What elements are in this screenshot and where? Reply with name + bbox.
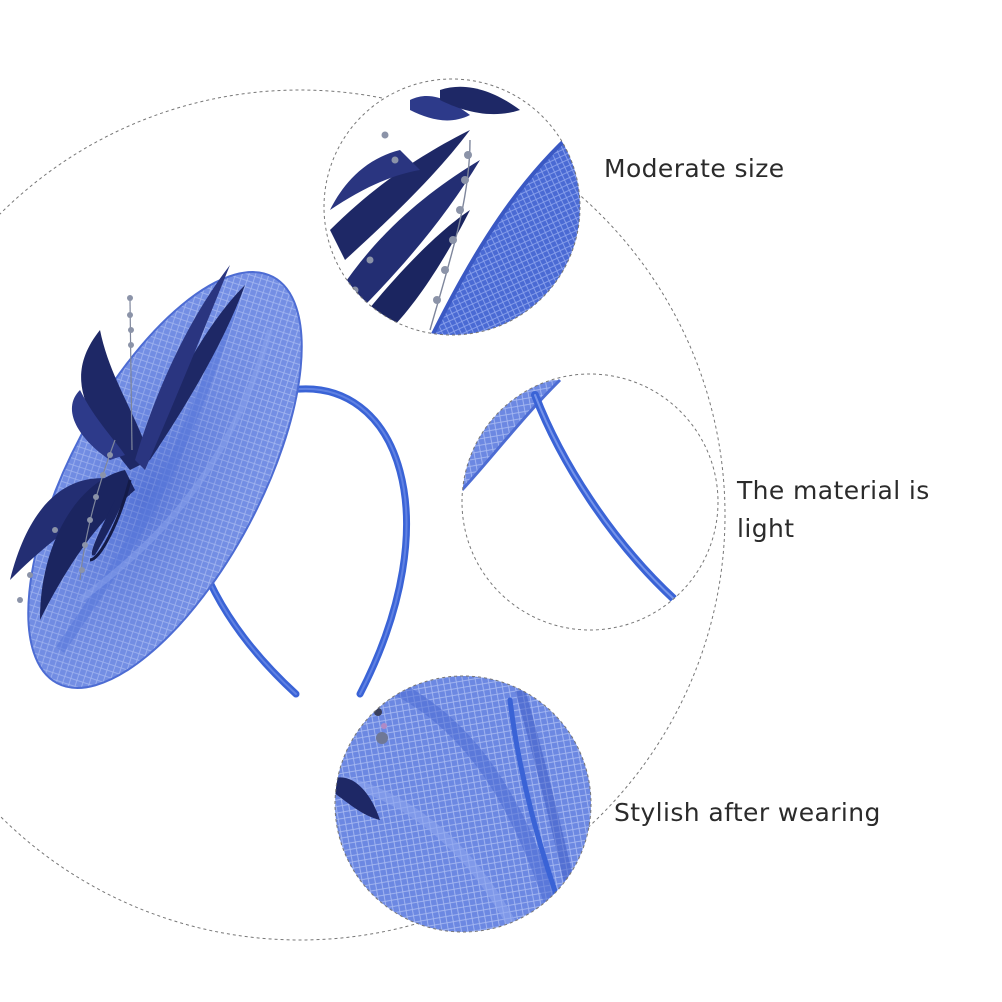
feather-cluster (10, 265, 245, 620)
caption-moderate-size-text: Moderate size (604, 154, 785, 183)
detail-circle-feathers (323, 78, 581, 336)
caption-material-light: The material is light (737, 472, 930, 548)
caption-moderate-size: Moderate size (604, 150, 785, 188)
caption-material-line2: light (737, 514, 795, 543)
detail-circle-band (461, 373, 719, 631)
detail-circle-mesh (334, 675, 592, 933)
caption-stylish-text: Stylish after wearing (614, 798, 881, 827)
caption-material-line1: The material is (737, 476, 930, 505)
caption-stylish: Stylish after wearing (614, 794, 881, 832)
guide-dashed-circle (0, 89, 726, 941)
fascinator-disc (27, 271, 303, 689)
